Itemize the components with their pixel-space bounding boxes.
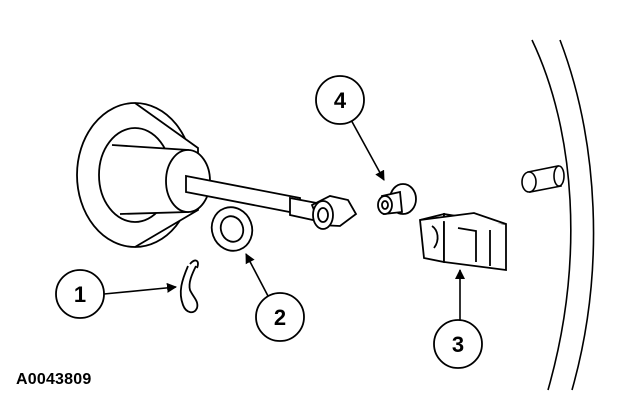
bushing (377, 183, 417, 215)
callout-number: 3 (452, 332, 464, 357)
door-pin (521, 165, 565, 193)
door-panel-edge (531, 39, 595, 391)
callout-number: 4 (334, 88, 347, 113)
leader-lines (103, 117, 465, 320)
leader-line-2 (245, 253, 269, 297)
callout-2: 2 (255, 292, 305, 342)
actuator-housing (76, 102, 211, 248)
washer (210, 206, 254, 252)
callout-number: 2 (274, 305, 286, 330)
leader-line-1 (103, 282, 177, 295)
hairpin-clip (179, 259, 199, 314)
push-rod (185, 174, 358, 230)
leader-line-4 (349, 117, 385, 181)
clip-bracket (419, 212, 507, 272)
callout-4: 4 (315, 75, 365, 125)
callout-3: 3 (433, 319, 483, 369)
callout-number: 1 (74, 282, 86, 307)
figure-id-label: A0043809 (16, 371, 92, 388)
callout-1: 1 (55, 269, 105, 319)
